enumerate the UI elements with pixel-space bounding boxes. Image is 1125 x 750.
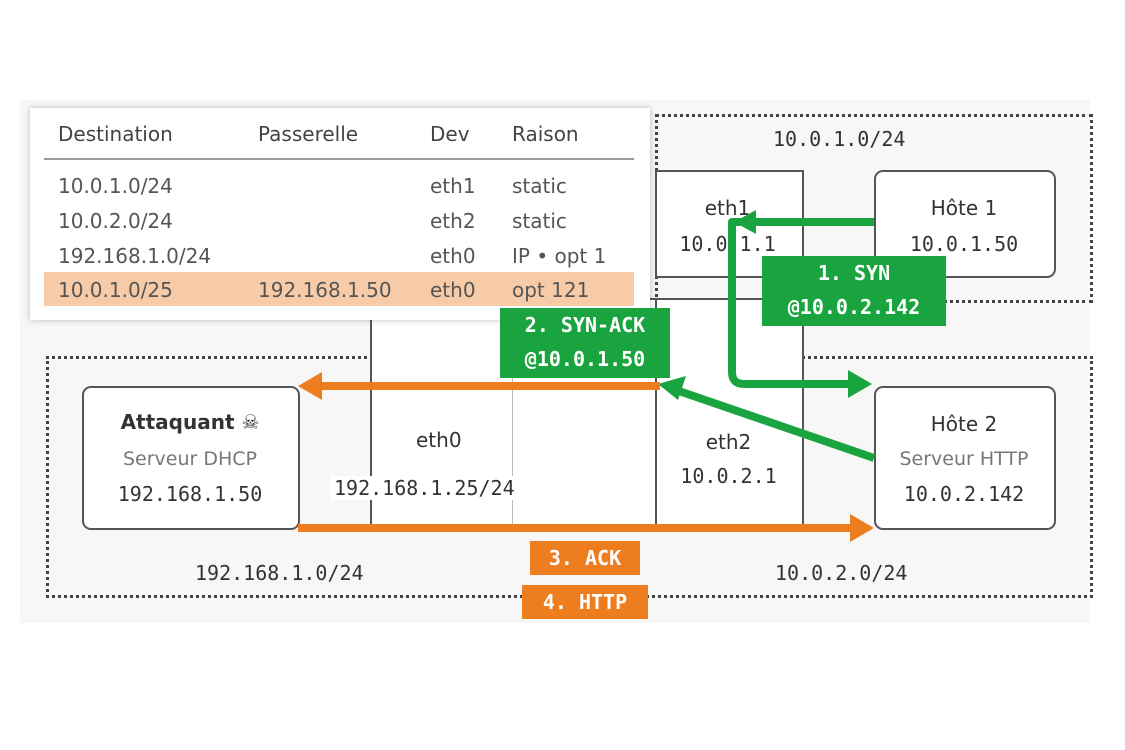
rt-row1-destination: 10.0.1.0/24	[58, 174, 173, 198]
attacker-title: Attaquant ☠	[82, 410, 298, 434]
rt-header-rule	[44, 158, 634, 160]
router-divider	[512, 298, 513, 524]
step1-syn-title: 1. SYN	[817, 261, 891, 285]
subnet-label-10-0-1: 10.0.1.0/24	[773, 127, 906, 151]
router-eth0-ip: 192.168.1.25/24	[330, 476, 519, 500]
rt-row4-reason: opt 121	[512, 278, 590, 302]
subnet-label-192-168-1: 192.168.1.0/24	[195, 561, 364, 585]
step2-synack-address: @10.0.1.50	[524, 347, 646, 371]
host2-box	[874, 386, 1056, 530]
rt-header-gateway: Passerelle	[258, 122, 359, 146]
ack-http-arrowhead	[850, 514, 874, 542]
step1-syn-address: @10.0.2.142	[787, 295, 921, 319]
rt-row3-reason: IP • opt 1	[512, 244, 607, 268]
synack-arrow	[674, 386, 876, 462]
host2-role: Serveur HTTP	[899, 448, 1029, 470]
host2-ip: 10.0.2.142	[903, 482, 1025, 506]
attacker-box	[82, 386, 300, 530]
synack-forward-arrowhead	[298, 372, 322, 400]
host1-name: Hôte 1	[930, 196, 998, 220]
router-eth1-name: eth1	[704, 196, 751, 220]
rt-header-reason: Raison	[512, 122, 579, 146]
rt-header-dev: Dev	[430, 122, 470, 146]
rt-row1-dev: eth1	[430, 174, 476, 198]
subnet-label-10-0-2: 10.0.2.0/24	[775, 561, 908, 585]
syn-arrowhead-eth1	[734, 210, 756, 234]
rt-row2-destination: 10.0.2.0/24	[58, 209, 173, 233]
router-eth1-ip: 10.0.1.1	[679, 232, 776, 256]
router-eth0-name: eth0	[416, 428, 462, 452]
rt-row3-destination: 192.168.1.0/24	[58, 244, 212, 268]
router-eth2-ip: 10.0.2.1	[680, 464, 777, 488]
rt-highlighted-row	[44, 272, 634, 306]
rt-row3-dev: eth0	[430, 244, 476, 268]
rt-row1-reason: static	[512, 174, 567, 198]
rt-row4-destination: 10.0.1.0/25	[58, 278, 173, 302]
attacker-name: Attaquant	[120, 410, 235, 434]
syn-arrowhead-host2	[848, 370, 872, 398]
step2-synack-title: 2. SYN-ACK	[524, 313, 646, 337]
host2-name: Hôte 2	[930, 412, 998, 436]
router-eth2-divider	[655, 298, 657, 524]
synack-arrowhead	[658, 376, 686, 400]
rt-row4-dev: eth0	[430, 278, 476, 302]
host1-ip: 10.0.1.50	[909, 232, 1019, 256]
rt-row4-gateway: 192.168.1.50	[258, 278, 392, 302]
syn-arrow	[728, 218, 874, 388]
step3-ack-label: 3. ACK	[530, 541, 640, 575]
skull-crossbones-icon: ☠	[241, 410, 260, 434]
rt-row2-dev: eth2	[430, 209, 476, 233]
attacker-role: Serveur DHCP	[122, 448, 258, 470]
attacker-ip: 192.168.1.50	[117, 482, 263, 506]
routing-table: Destination Passerelle Dev Raison 10.0.1…	[30, 108, 650, 320]
step2-synack-label: 2. SYN-ACK @10.0.1.50	[500, 308, 670, 378]
step1-syn-label: 1. SYN @10.0.2.142	[762, 256, 946, 326]
step4-http-label: 4. HTTP	[522, 585, 648, 619]
rt-header-destination: Destination	[58, 122, 173, 146]
rt-row2-reason: static	[512, 209, 567, 233]
router-eth2-name: eth2	[705, 430, 752, 454]
